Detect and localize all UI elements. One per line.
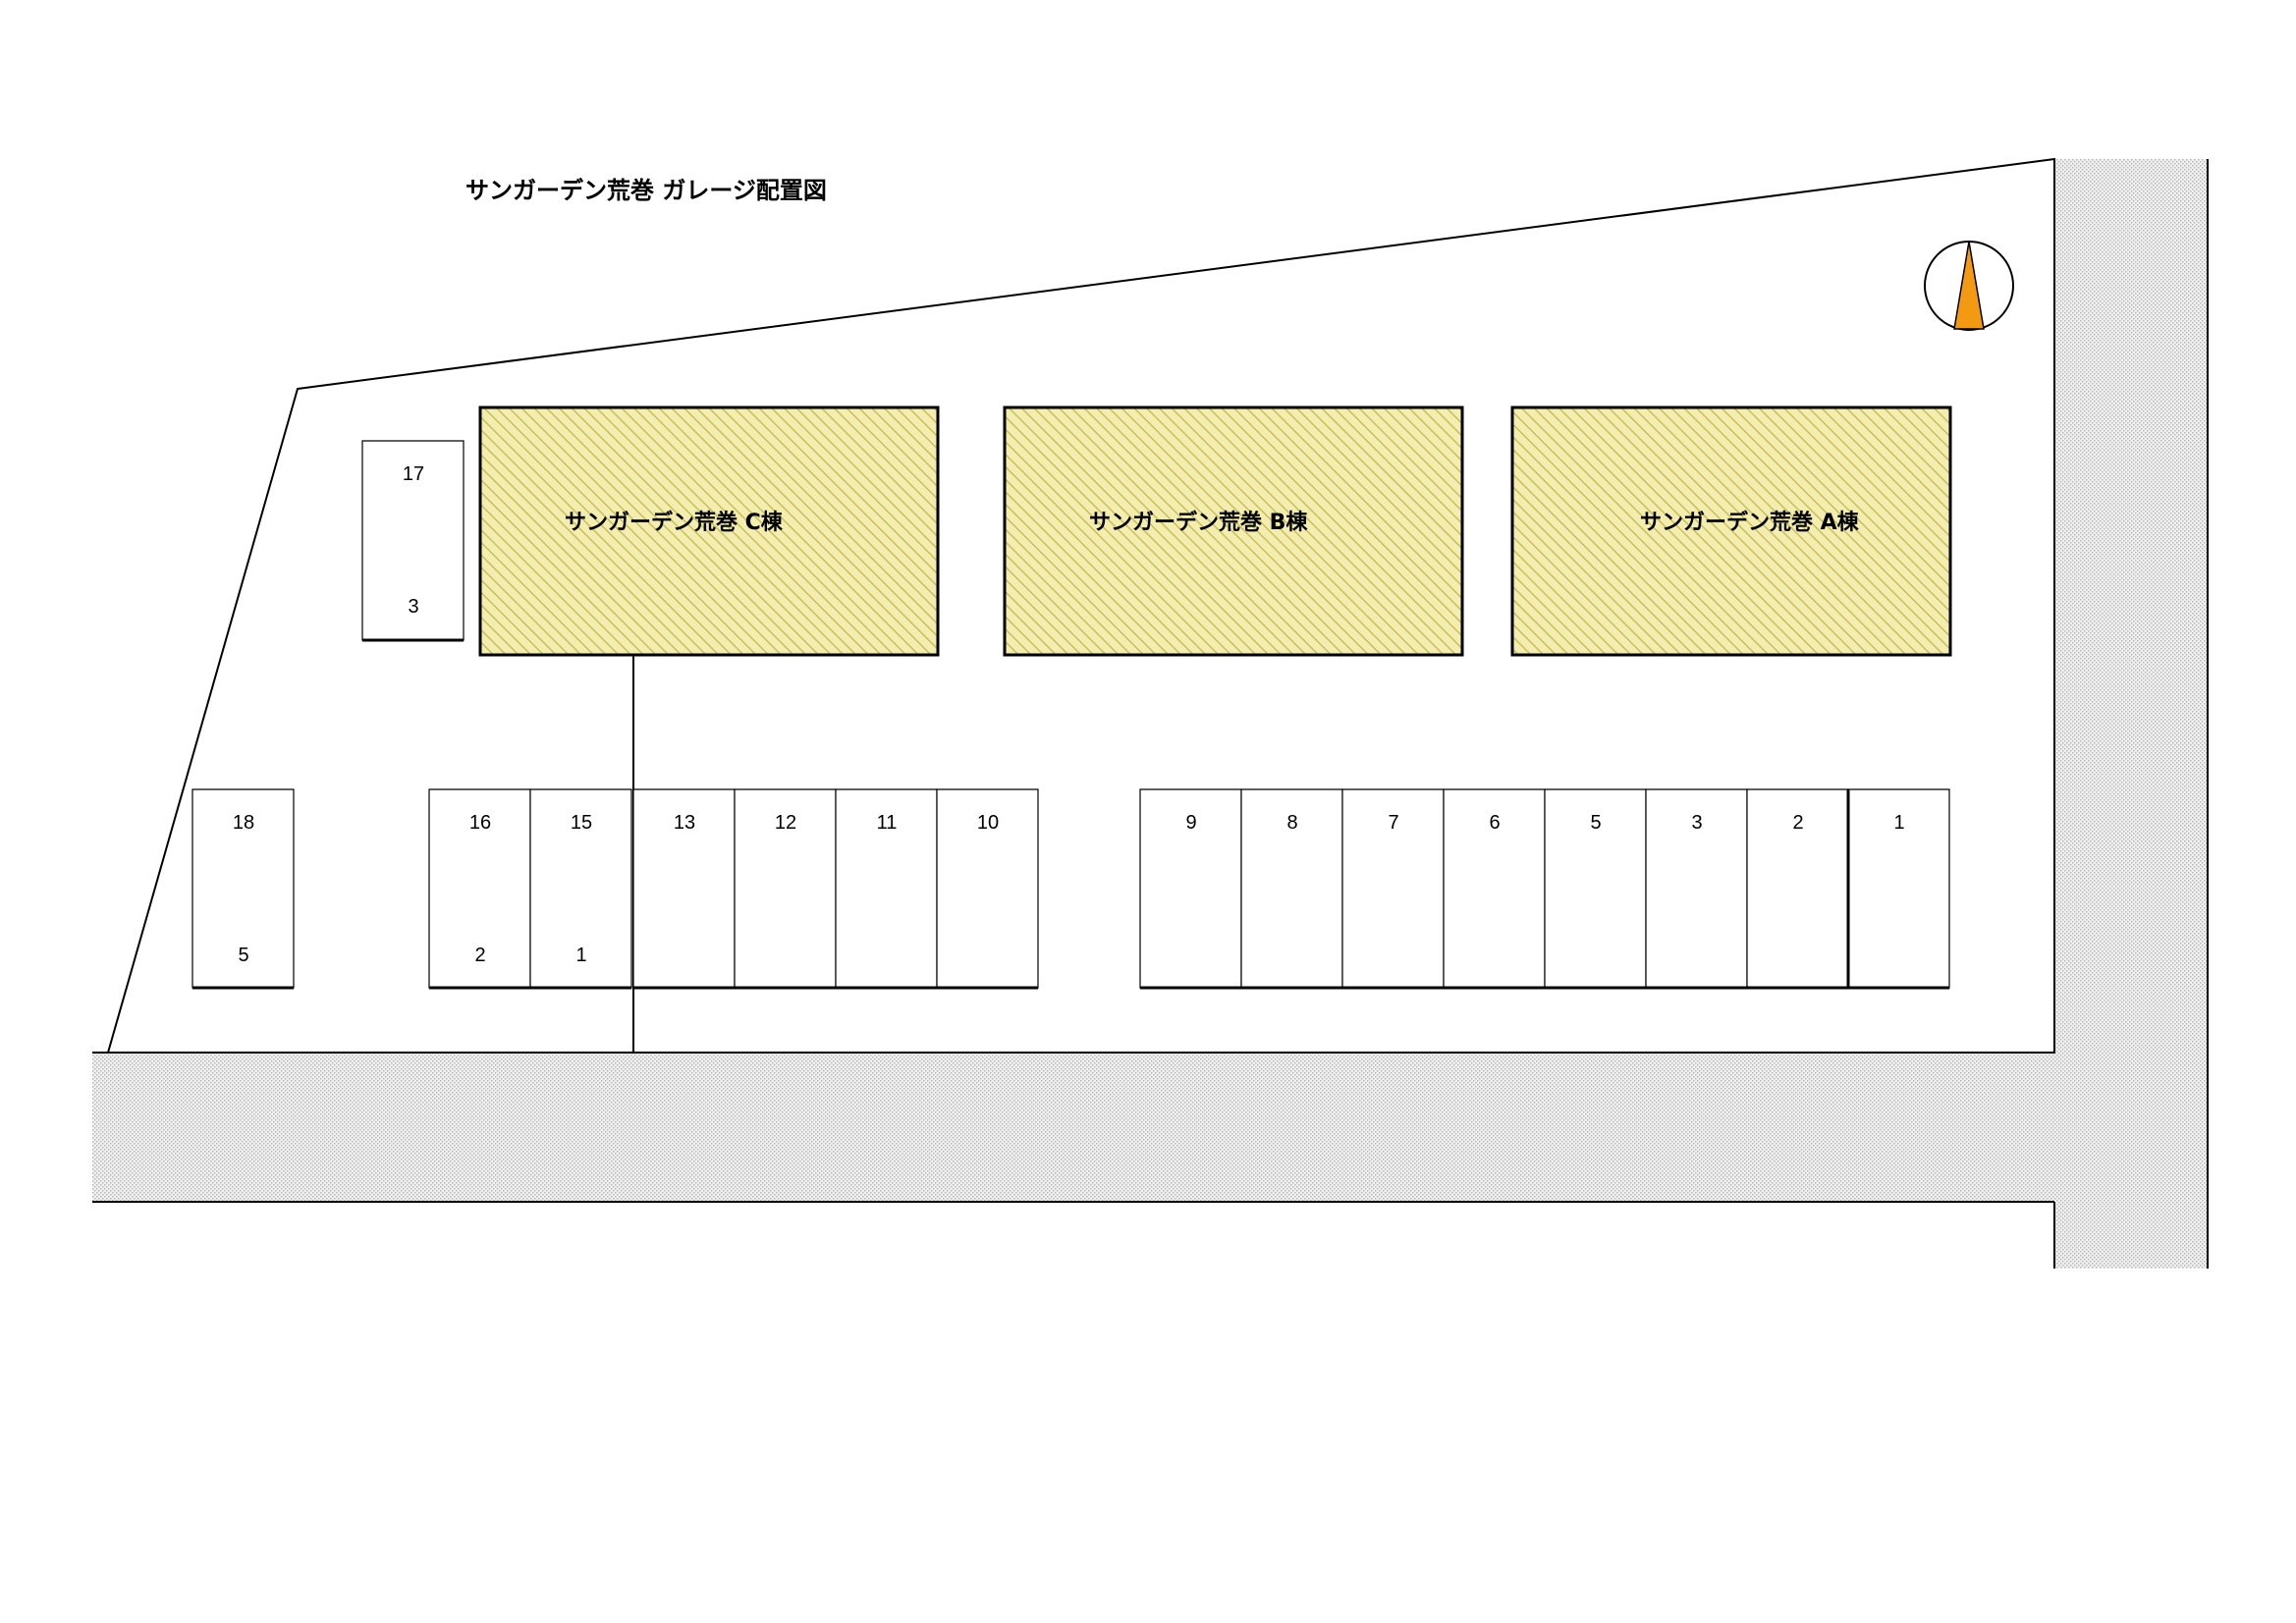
- space-subnumber: 3: [408, 596, 418, 618]
- garage-space-5: 5: [1544, 788, 1647, 990]
- garage-space-15: 15 1: [529, 788, 632, 990]
- space-number: 7: [1388, 812, 1398, 834]
- road-south: [92, 1053, 2054, 1202]
- space-number: 9: [1185, 812, 1196, 834]
- space-number: 18: [233, 812, 254, 834]
- building-a-label: サンガーデン荒巻 A棟: [1640, 510, 1860, 535]
- building-b: サンガーデン荒巻 B棟: [1003, 406, 1464, 657]
- garage-space-2: 2: [1746, 788, 1849, 990]
- map-title: サンガーデン荒巻 ガレージ配置図: [465, 177, 827, 204]
- space-number: 15: [571, 812, 592, 834]
- space-number: 3: [1691, 812, 1702, 834]
- garage-space-1: 1: [1846, 788, 1950, 990]
- garage-space-8: 8: [1240, 788, 1343, 990]
- garage-space-17: 17 3: [361, 440, 465, 642]
- building-c-label: サンガーデン荒巻 C棟: [565, 510, 784, 535]
- space-subnumber: 1: [575, 945, 586, 966]
- garage-space-12: 12: [734, 788, 837, 990]
- space-number: 17: [403, 463, 424, 485]
- building-a: サンガーデン荒巻 A棟: [1510, 406, 1952, 657]
- space-number: 6: [1489, 812, 1500, 834]
- space-number: 16: [469, 812, 491, 834]
- road-east: [2054, 159, 2208, 1269]
- building-c: サンガーデン荒巻 C棟: [478, 406, 940, 657]
- space-subnumber: 2: [474, 945, 485, 966]
- garage-space-9: 9: [1139, 788, 1242, 990]
- garage-space-6: 6: [1443, 788, 1546, 990]
- garage-space-18: 18 5: [191, 788, 295, 990]
- space-number: 12: [775, 812, 796, 834]
- space-number: 13: [674, 812, 695, 834]
- space-number: 1: [1893, 812, 1904, 834]
- space-number: 2: [1792, 812, 1803, 834]
- garage-space-11: 11: [835, 788, 938, 990]
- garage-space-16: 16 2: [428, 788, 531, 990]
- garage-space-10: 10: [936, 788, 1039, 990]
- garage-space-3: 3: [1645, 788, 1748, 990]
- space-number: 10: [977, 812, 999, 834]
- building-b-label: サンガーデン荒巻 B棟: [1089, 510, 1308, 535]
- space-number: 5: [1590, 812, 1601, 834]
- space-number: 8: [1286, 812, 1297, 834]
- space-number: 11: [877, 812, 898, 834]
- north-arrow-icon: [1924, 241, 2014, 331]
- garage-space-7: 7: [1341, 788, 1445, 990]
- space-subnumber: 5: [238, 945, 248, 966]
- garage-space-13: 13: [632, 788, 736, 990]
